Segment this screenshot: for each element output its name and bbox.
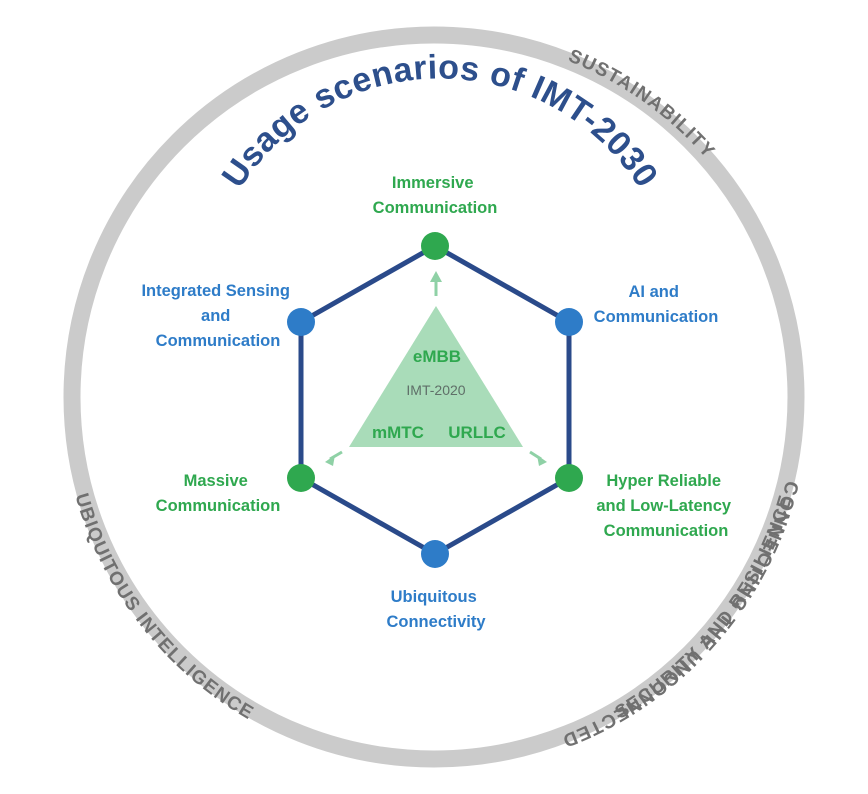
arrow-to-immersive bbox=[430, 271, 442, 296]
node-immersive bbox=[421, 232, 449, 260]
core-embb: eMBB bbox=[413, 347, 461, 366]
outer-ring bbox=[63, 26, 805, 768]
scenario-label-ubiquitous-connectivity: Ubiquitous Connectivity bbox=[386, 588, 486, 631]
arrow-to-massive bbox=[325, 450, 343, 466]
node-ai bbox=[555, 308, 583, 336]
scenario-label-massive: Massive Communication bbox=[156, 472, 281, 515]
arrow-to-hyper-reliable bbox=[529, 450, 547, 466]
node-massive bbox=[287, 464, 315, 492]
core-imt2020: IMT-2020 bbox=[406, 382, 465, 398]
node-integrated-sensing bbox=[287, 308, 315, 336]
imt2020-triangle bbox=[349, 306, 523, 447]
core-urllc: URLLC bbox=[448, 423, 506, 442]
node-hyper-reliable bbox=[555, 464, 583, 492]
core-mmtc: mMTC bbox=[372, 423, 424, 442]
ring-label-ubiquitous-intelligence: UBIQUITOUS INTELLIGENCE bbox=[70, 491, 257, 724]
scenario-label-integrated-sensing: Integrated Sensing and Communication bbox=[141, 282, 294, 350]
node-ubiquitous-connectivity bbox=[421, 540, 449, 568]
scenario-label-hyper-reliable: Hyper Reliable and Low-Latency Communica… bbox=[596, 472, 735, 540]
scenario-label-immersive: Immersive Communication bbox=[373, 174, 498, 217]
scenario-label-ai: AI and Communication bbox=[594, 283, 719, 326]
ring-label-connecting-the-unconnected: CONNECTING THE UNCONNECTED bbox=[559, 479, 802, 751]
